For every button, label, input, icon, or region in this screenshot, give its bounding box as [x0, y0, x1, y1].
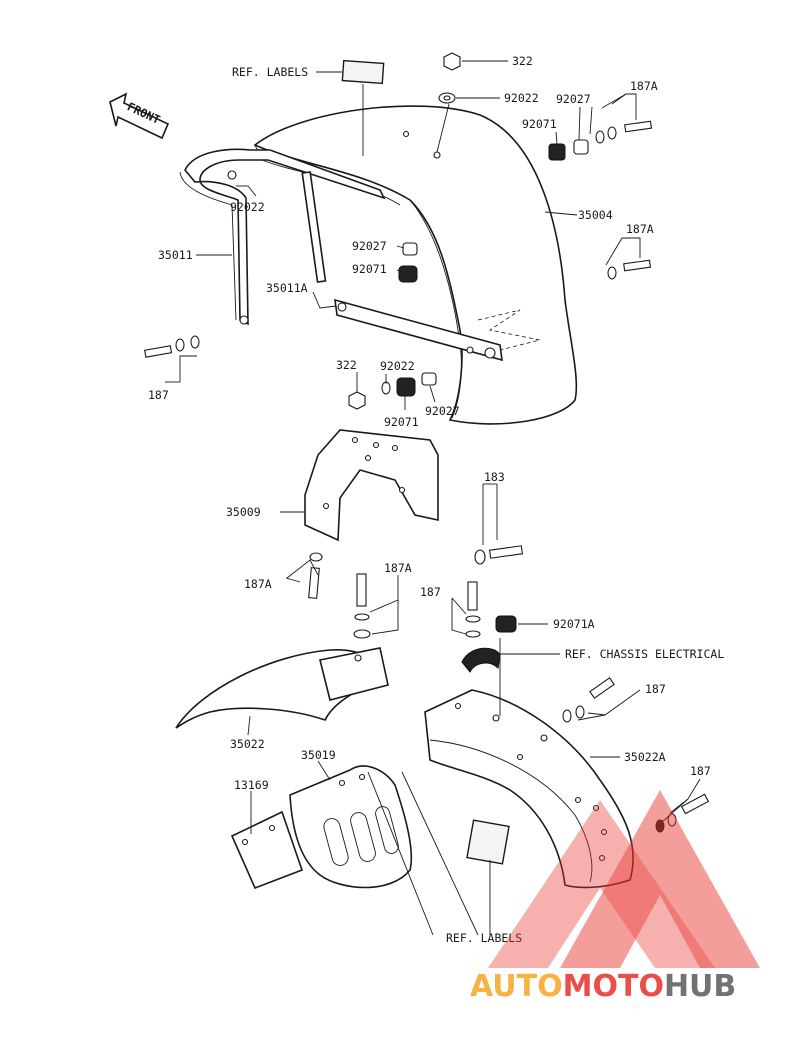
label-183: 183	[484, 470, 505, 484]
watermark-auto: AUTO	[470, 969, 563, 1004]
rear-fender-35004	[253, 105, 578, 425]
label-35009: 35009	[226, 505, 261, 519]
bolt-187-right2	[655, 793, 710, 833]
chassis-clamp	[461, 647, 501, 673]
cross-brace-35011A	[334, 298, 503, 362]
rear-frame-35011	[179, 148, 386, 326]
washer-92022-top	[438, 92, 456, 104]
label-35011: 35011	[158, 248, 193, 262]
ref-label-plate-top	[341, 59, 385, 85]
label-92027-low: 92027	[425, 404, 460, 418]
label-187-left: 187	[148, 388, 169, 402]
label-35011A: 35011A	[266, 281, 308, 295]
watermark-hub: HUB	[664, 969, 736, 1004]
label-187-right2: 187	[690, 764, 711, 778]
front-arrow-icon: FRONT	[109, 92, 170, 140]
plate-13169	[230, 810, 304, 890]
label-322-top: 322	[512, 54, 533, 68]
bolt-187-right1	[562, 677, 615, 723]
bracket-35009	[304, 429, 439, 542]
label-92027-top: 92027	[556, 92, 591, 106]
label-187A-top: 187A	[630, 79, 658, 93]
watermark-moto: MOTO	[563, 969, 664, 1004]
label-ref-labels-top: REF. LABELS	[232, 65, 308, 79]
grommet-92071-mid	[398, 265, 418, 283]
label-322-mid: 322	[336, 358, 357, 372]
label-35004: 35004	[578, 208, 613, 222]
spacer-92027-mid	[402, 242, 418, 256]
spacer-92027-low	[421, 372, 437, 386]
label-187-center: 187	[420, 585, 441, 599]
label-13169: 13169	[234, 778, 269, 792]
label-187A-right: 187A	[626, 222, 654, 236]
label-92022-left: 92022	[230, 200, 265, 214]
label-ref-labels-bottom: REF. LABELS	[446, 931, 522, 945]
watermark-logo: AUTOMOTOHUB	[470, 790, 760, 1004]
label-35022A: 35022A	[624, 750, 666, 764]
grommet-92071-low	[396, 377, 416, 397]
rear-fender-35022A	[424, 689, 634, 889]
label-187A-center: 187A	[384, 561, 412, 575]
front-fender-35022	[175, 647, 389, 729]
bolt-187A-center	[353, 573, 371, 639]
label-187-right1: 187	[645, 682, 666, 696]
label-92027-mid: 92027	[352, 239, 387, 253]
label-92022-mid: 92022	[380, 359, 415, 373]
bolt-187-center	[465, 581, 481, 638]
label-ref-chassis: REF. CHASSIS ELECTRICAL	[565, 647, 724, 661]
label-187A-left: 187A	[244, 577, 272, 591]
label-35019: 35019	[301, 748, 336, 762]
bolt-183	[474, 545, 524, 565]
label-92071-top: 92071	[522, 117, 557, 131]
ref-label-plate-bottom	[466, 819, 510, 865]
bolt-187A-right	[607, 259, 652, 280]
label-35022: 35022	[230, 737, 265, 751]
bolt-187-left	[144, 335, 200, 358]
label-92022-top: 92022	[504, 91, 539, 105]
watermark-triangle-icon	[488, 790, 760, 968]
label-92071A: 92071A	[553, 617, 595, 631]
leader-lines	[165, 60, 701, 936]
label-92071-mid: 92071	[352, 262, 387, 276]
label-92071-low: 92071	[384, 415, 419, 429]
callout-labels: REF. LABELS 322 92022 92027 187A 92071 9…	[148, 54, 724, 945]
grommet-92071A	[495, 615, 517, 633]
bolt-187A-left	[308, 552, 323, 599]
mud-flap-35019	[289, 765, 413, 889]
svg-text:AUTOMOTOHUB: AUTOMOTOHUB	[470, 969, 736, 1004]
nut-322-top	[443, 52, 461, 71]
hardware-stack-top-right	[548, 120, 653, 161]
nut-322-mid	[348, 391, 366, 410]
